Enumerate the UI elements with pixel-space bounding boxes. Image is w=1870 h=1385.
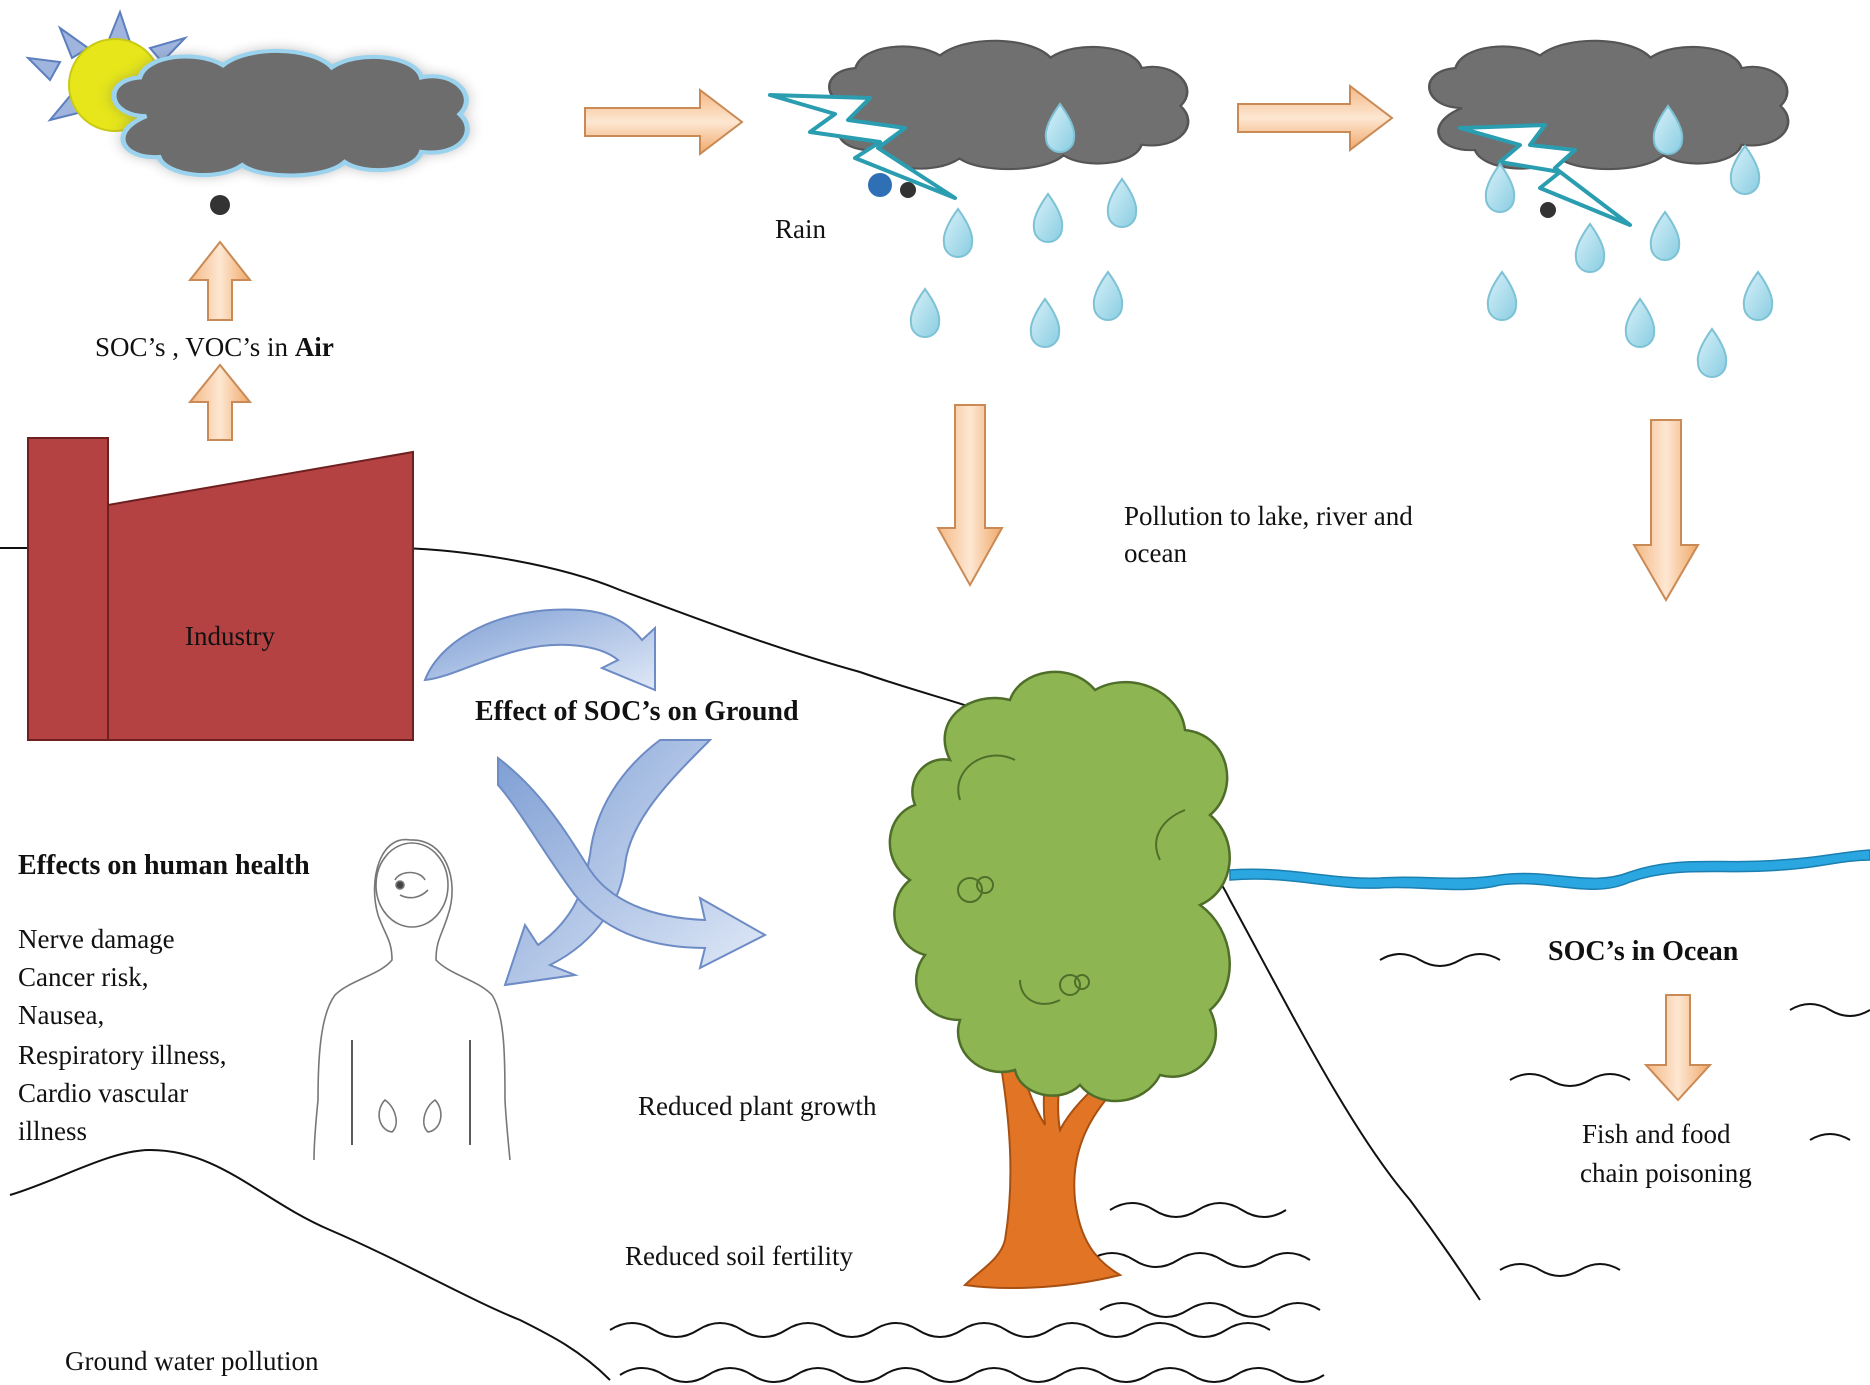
soil-fertility-label: Reduced soil fertility (625, 1241, 853, 1271)
pollution-label-line1: Pollution to lake, river and (1124, 501, 1413, 531)
ocean-label: SOC’s in Ocean (1548, 936, 1739, 967)
factory-icon (27, 437, 414, 741)
health-effect-item: Cardio vascular (18, 1078, 188, 1108)
ocean-waves (1379, 953, 1870, 1277)
air-label: SOC’s , VOC’s in Air (95, 332, 334, 362)
arrow-up (187, 240, 253, 321)
tree-canopy (888, 670, 1231, 1103)
arrow-down (936, 404, 1004, 588)
health-effect-item: illness (18, 1116, 87, 1146)
curved-arrow (497, 755, 768, 970)
soil-waves (609, 1202, 1325, 1383)
sun-icon (25, 9, 189, 132)
orange-arrows (187, 83, 1713, 1102)
ground-water-label: Ground water pollution (65, 1346, 319, 1376)
curved-arrow (423, 608, 656, 692)
industry-label: Industry (185, 621, 275, 651)
arrow-down (1632, 419, 1700, 602)
fish-label-line2: chain poisoning (1580, 1158, 1752, 1188)
effect-ground-label: Effect of SOC’s on Ground (475, 696, 799, 727)
arrow-right (1237, 83, 1394, 153)
cloud-icon (111, 48, 470, 215)
arrow-right (584, 87, 744, 157)
health-effect-item: Cancer risk, (18, 962, 148, 992)
human-health-title: Effects on human health (18, 850, 310, 881)
health-effect-item: Nerve damage (18, 924, 175, 954)
arrow-up (187, 363, 253, 441)
fish-label-line1: Fish and food (1582, 1119, 1731, 1149)
health-effect-item: Nausea, (18, 1000, 104, 1030)
lightning-icon (1458, 123, 1632, 227)
health-effect-item: Respiratory illness, (18, 1040, 226, 1070)
hill-line (9, 1148, 611, 1381)
human-body-icon (313, 839, 511, 1161)
plant-growth-label: Reduced plant growth (638, 1091, 877, 1121)
blue-arrows (423, 608, 768, 987)
labels: SOC’s , VOC’s in Air Rain Industry Pollu… (18, 214, 1752, 1376)
cloud-icon (828, 39, 1190, 198)
pollution-label-line2: ocean (1124, 538, 1187, 568)
arrow-down (1643, 994, 1713, 1102)
rain-label: Rain (775, 214, 826, 244)
curved-arrow (503, 739, 713, 987)
ocean-surface (1229, 849, 1870, 891)
lightning-icon (768, 93, 957, 200)
tree-icon (888, 670, 1231, 1289)
